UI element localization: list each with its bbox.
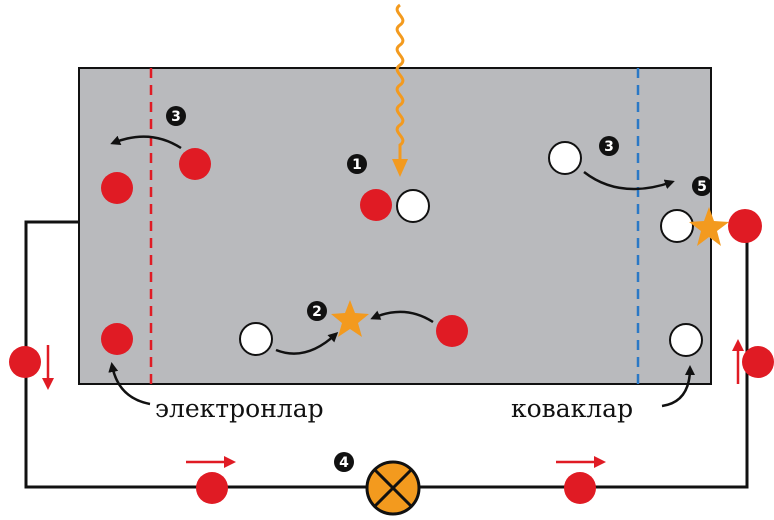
hole-dot bbox=[660, 209, 694, 243]
photon-wave-icon bbox=[392, 3, 408, 177]
electron-dot bbox=[564, 472, 596, 504]
hole-dot bbox=[239, 322, 273, 356]
hole-dot bbox=[669, 323, 703, 357]
recombination-arrow bbox=[275, 331, 339, 355]
electron-dot bbox=[101, 172, 133, 204]
hole-dot bbox=[396, 189, 430, 223]
electrons-pointer-arrow bbox=[108, 362, 151, 406]
electron-dot bbox=[436, 315, 468, 347]
electron-dot bbox=[360, 189, 392, 221]
lamp-icon bbox=[365, 460, 421, 516]
spark-star-icon bbox=[331, 300, 369, 337]
electron-dot bbox=[728, 209, 762, 243]
circuit-wire bbox=[24, 220, 749, 489]
holes-label: коваклар bbox=[511, 394, 633, 423]
spark-star-icon bbox=[689, 207, 729, 246]
electron-dot bbox=[9, 346, 41, 378]
svg-text:3: 3 bbox=[171, 109, 181, 125]
drift-arrow bbox=[583, 171, 675, 191]
step-badge-4: 4 bbox=[334, 452, 354, 472]
step-badge-1: 1 bbox=[347, 154, 367, 174]
holes-pointer-arrow bbox=[661, 365, 695, 408]
svg-text:3: 3 bbox=[604, 139, 614, 155]
electrons-label: электронлар bbox=[155, 394, 324, 423]
svg-text:4: 4 bbox=[339, 455, 349, 471]
svg-text:1: 1 bbox=[352, 157, 362, 173]
step-badge-5: 5 bbox=[692, 176, 712, 196]
svg-text:5: 5 bbox=[697, 179, 707, 195]
recombination-arrow bbox=[370, 310, 434, 324]
step-badge-2: 2 bbox=[307, 301, 327, 321]
electron-dot bbox=[196, 472, 228, 504]
hole-dot bbox=[548, 141, 582, 175]
drift-arrow bbox=[110, 135, 182, 150]
electron-dot bbox=[179, 148, 211, 180]
electron-dot bbox=[101, 323, 133, 355]
svg-text:2: 2 bbox=[312, 304, 322, 320]
electron-dot bbox=[742, 346, 774, 378]
step-badge-3-left: 3 bbox=[166, 106, 186, 126]
step-badge-3-right: 3 bbox=[599, 136, 619, 156]
